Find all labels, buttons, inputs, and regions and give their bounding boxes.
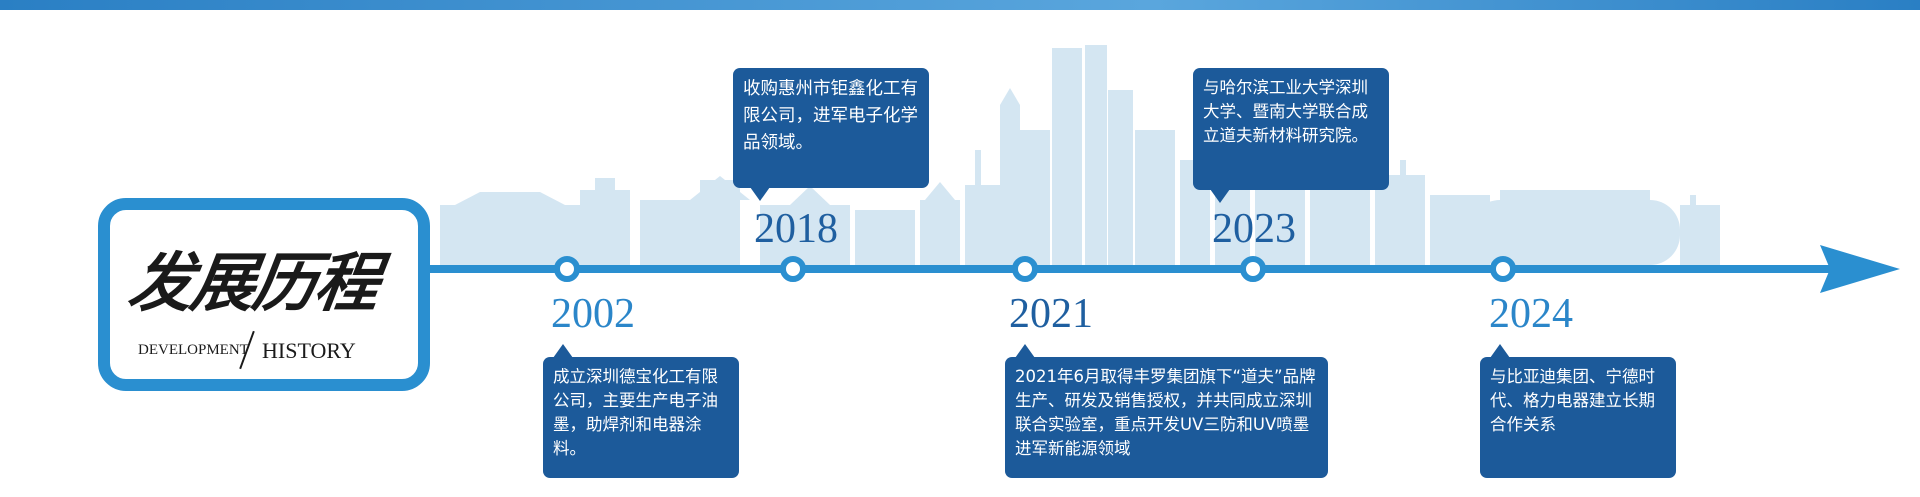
year-label-2024: 2024 xyxy=(1489,291,1573,337)
event-box-2002: 成立深圳德宝化工有限公司，主要生产电子油墨，助焊剂和电器涂料。 xyxy=(543,357,739,478)
top-accent-bar xyxy=(0,0,1920,10)
event-box-2021: 2021年6月取得丰罗集团旗下“道夫”品牌生产、研发及销售授权，并共同成立深圳联… xyxy=(1005,357,1328,478)
year-label-2002: 2002 xyxy=(551,291,635,337)
year-label-2018: 2018 xyxy=(754,206,838,252)
timeline-line xyxy=(430,265,1845,273)
callout-pointer-2021 xyxy=(1015,344,1035,358)
callout-pointer-2024 xyxy=(1490,344,1510,358)
city-skyline xyxy=(440,45,1720,265)
development-history-logo: 发展历程 DEVELOPMENT HISTORY xyxy=(98,198,430,391)
callout-pointer-2018 xyxy=(750,187,770,201)
callout-pointer-2002 xyxy=(553,344,573,358)
event-box-2023: 与哈尔滨工业大学深圳大学、暨南大学联合成立道夫新材料研究院。 xyxy=(1193,68,1389,190)
timeline-node-2024 xyxy=(1490,256,1516,282)
logo-english-left: DEVELOPMENT xyxy=(138,342,249,358)
timeline-node-2023 xyxy=(1240,256,1266,282)
year-label-2021: 2021 xyxy=(1009,291,1093,337)
year-label-2023: 2023 xyxy=(1212,206,1296,252)
logo-chinese-title: 发展历程 xyxy=(123,246,383,321)
event-box-2024: 与比亚迪集团、宁德时代、格力电器建立长期合作关系 xyxy=(1480,357,1676,478)
callout-pointer-2023 xyxy=(1210,189,1230,203)
logo-english-right: HISTORY xyxy=(262,338,356,363)
event-box-2018: 收购惠州市钜鑫化工有限公司，进军电子化学品领域。 xyxy=(733,68,929,188)
timeline-arrow-head xyxy=(1820,245,1900,293)
timeline-node-2002 xyxy=(554,256,580,282)
timeline-node-2021 xyxy=(1012,256,1038,282)
timeline-node-2018 xyxy=(780,256,806,282)
